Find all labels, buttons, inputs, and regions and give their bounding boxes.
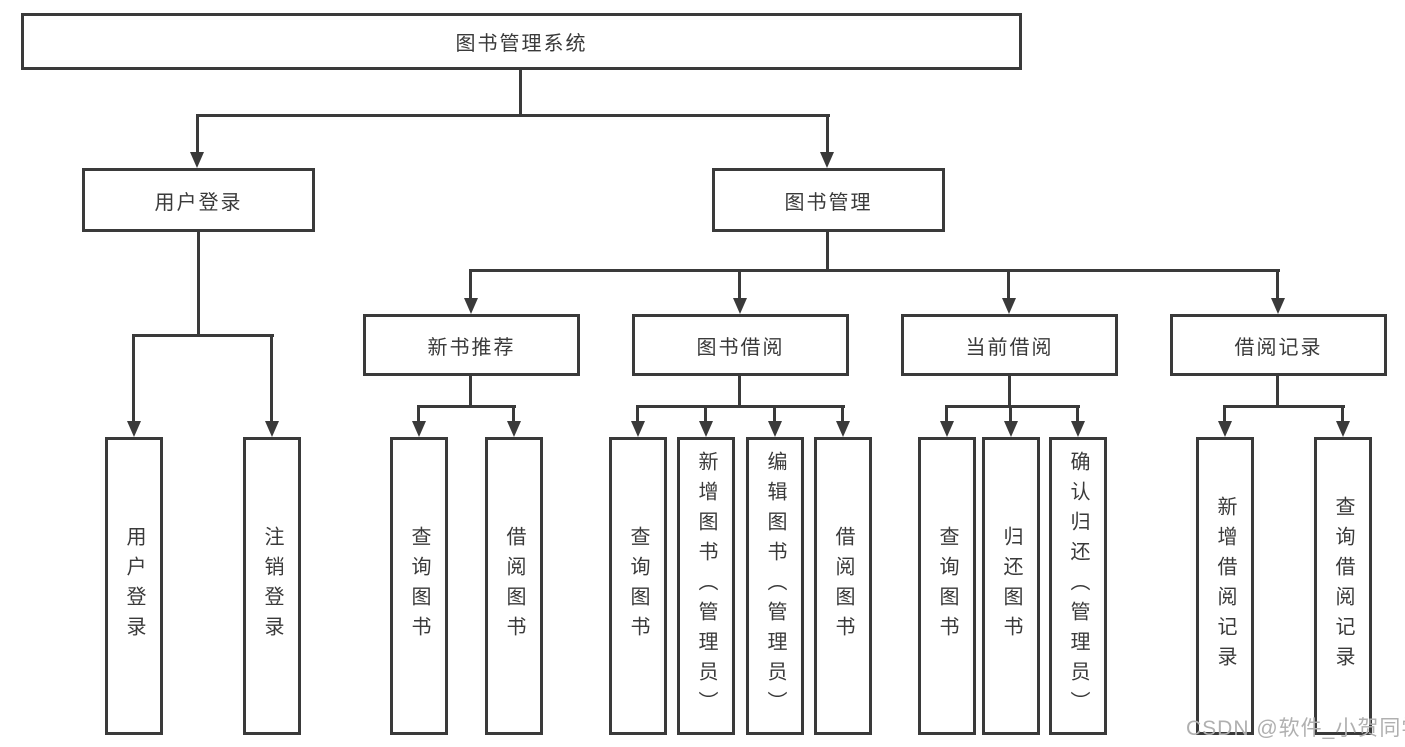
node-label: 查询借阅记录 (1332, 496, 1354, 676)
node-label: 查询图书 (936, 526, 958, 646)
connector-line (270, 334, 273, 423)
node-label: 借阅图书 (832, 526, 854, 646)
connector-line (196, 114, 199, 154)
node-user-login: 用户登录 (82, 168, 315, 232)
node-borrowing-records: 借阅记录 (1170, 314, 1387, 376)
connector-line (512, 405, 515, 423)
arrow-down-icon (940, 421, 954, 437)
leaf-query-books-recommend: 查询图书 (390, 437, 448, 735)
node-label: 用户登录 (154, 191, 243, 214)
arrow-down-icon (507, 421, 521, 437)
arrow-down-icon (190, 152, 204, 168)
node-label: 注销登录 (261, 526, 283, 646)
node-label: 图书管理 (784, 191, 873, 214)
leaf-add-books-admin: 新增图书（管理员） (677, 437, 735, 735)
arrow-down-icon (127, 421, 141, 437)
leaf-query-books-current: 查询图书 (918, 437, 976, 735)
node-label: 新增借阅记录 (1214, 496, 1236, 676)
connector-line (417, 405, 420, 423)
connector-line (1076, 405, 1079, 423)
arrow-down-icon (1271, 298, 1285, 314)
connector-line (197, 232, 200, 337)
arrow-down-icon (631, 421, 645, 437)
arrow-down-icon (820, 152, 834, 168)
node-label: 编辑图书（管理员） (764, 451, 786, 721)
connector-line (738, 269, 741, 300)
node-label: 查询图书 (408, 526, 430, 646)
connector-line (636, 405, 845, 408)
connector-line (1276, 269, 1279, 300)
connector-line (704, 405, 707, 423)
connector-line (418, 405, 516, 408)
arrow-down-icon (733, 298, 747, 314)
connector-line (469, 376, 472, 408)
node-label: 借阅记录 (1234, 336, 1323, 359)
node-current-borrowing: 当前借阅 (901, 314, 1118, 376)
leaf-logout-login: 注销登录 (243, 437, 301, 735)
arrow-down-icon (1336, 421, 1350, 437)
connector-line (841, 405, 844, 423)
leaf-return-books: 归还图书 (982, 437, 1040, 735)
connector-line (1276, 376, 1279, 408)
leaf-borrow-books-borrow: 借阅图书 (814, 437, 872, 735)
connector-line (826, 232, 829, 272)
node-label: 用户登录 (123, 526, 145, 646)
connector-line (1009, 405, 1012, 423)
node-label: 确认归还（管理员） (1067, 451, 1089, 721)
connector-line (945, 405, 948, 423)
node-library-management-system: 图书管理系统 (21, 13, 1022, 70)
node-label: 图书管理系统 (455, 33, 588, 55)
leaf-user-login: 用户登录 (105, 437, 163, 735)
arrow-down-icon (464, 298, 478, 314)
node-new-book-recommendation: 新书推荐 (363, 314, 580, 376)
leaf-add-borrow-record: 新增借阅记录 (1196, 437, 1254, 735)
node-label: 新增图书（管理员） (695, 451, 717, 721)
connector-line (519, 70, 522, 116)
arrow-down-icon (412, 421, 426, 437)
arrow-down-icon (1002, 298, 1016, 314)
connector-line (469, 269, 472, 300)
leaf-edit-books-admin: 编辑图书（管理员） (746, 437, 804, 735)
arrow-down-icon (265, 421, 279, 437)
node-label: 归还图书 (1000, 526, 1022, 646)
connector-line (738, 376, 741, 408)
connector-line (470, 269, 1280, 272)
node-label: 图书借阅 (696, 336, 785, 359)
arrow-down-icon (1004, 421, 1018, 437)
arrow-down-icon (836, 421, 850, 437)
leaf-query-borrow-record: 查询借阅记录 (1314, 437, 1372, 735)
leaf-borrow-books-recommend: 借阅图书 (485, 437, 543, 735)
arrow-down-icon (768, 421, 782, 437)
connector-line (132, 334, 135, 423)
node-label: 当前借阅 (965, 336, 1054, 359)
node-book-borrowing: 图书借阅 (632, 314, 849, 376)
node-book-management: 图书管理 (712, 168, 945, 232)
node-label: 新书推荐 (427, 336, 516, 359)
node-label: 查询图书 (627, 526, 649, 646)
connector-line (826, 114, 829, 154)
connector-line (1223, 405, 1226, 423)
csdn-watermark: CSDN @软件_小贺同学 (1186, 717, 1405, 740)
connector-line (1223, 405, 1345, 408)
leaf-confirm-return-admin: 确认归还（管理员） (1049, 437, 1107, 735)
connector-line (945, 405, 1080, 408)
connector-line (636, 405, 639, 423)
leaf-query-books-borrow: 查询图书 (609, 437, 667, 735)
arrow-down-icon (1071, 421, 1085, 437)
connector-line (1007, 269, 1010, 300)
arrow-down-icon (699, 421, 713, 437)
arrow-down-icon (1218, 421, 1232, 437)
connector-line (197, 114, 830, 117)
connector-line (773, 405, 776, 423)
connector-line (1008, 376, 1011, 408)
node-label: 借阅图书 (503, 526, 525, 646)
connector-line (1341, 405, 1344, 423)
connector-line (133, 334, 274, 337)
